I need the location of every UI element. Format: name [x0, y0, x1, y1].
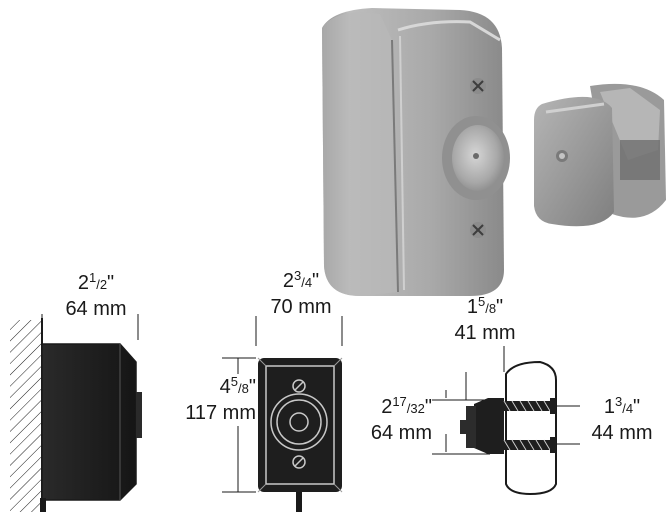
- front-top-screw-icon: [292, 379, 306, 393]
- bottom-screw-icon: [470, 222, 486, 238]
- width-dimension-label: 23/4" 70 mm: [270, 268, 332, 318]
- front-bottom-screw-icon: [292, 455, 306, 469]
- wall-hatching: [10, 320, 42, 512]
- top-screw-icon: [470, 78, 486, 94]
- side-view-drawing: [10, 314, 142, 512]
- depth-dimension-label: 21/2" 64 mm: [65, 270, 127, 320]
- magnet-housing: [322, 8, 510, 296]
- product-photo: [322, 8, 666, 296]
- magnet-face: [442, 116, 510, 200]
- armature-detail-drawing: [432, 346, 580, 496]
- front-view-drawing: [222, 316, 343, 512]
- armature-projection-label: 15/8" 41 mm: [454, 294, 516, 344]
- height-dimension-label: 45/8" 117 mm: [185, 374, 256, 424]
- armature-plate: [534, 83, 666, 227]
- armature-width-label: 217/32" 64 mm: [370, 394, 432, 444]
- armature-height-label: 13/4" 44 mm: [591, 394, 653, 444]
